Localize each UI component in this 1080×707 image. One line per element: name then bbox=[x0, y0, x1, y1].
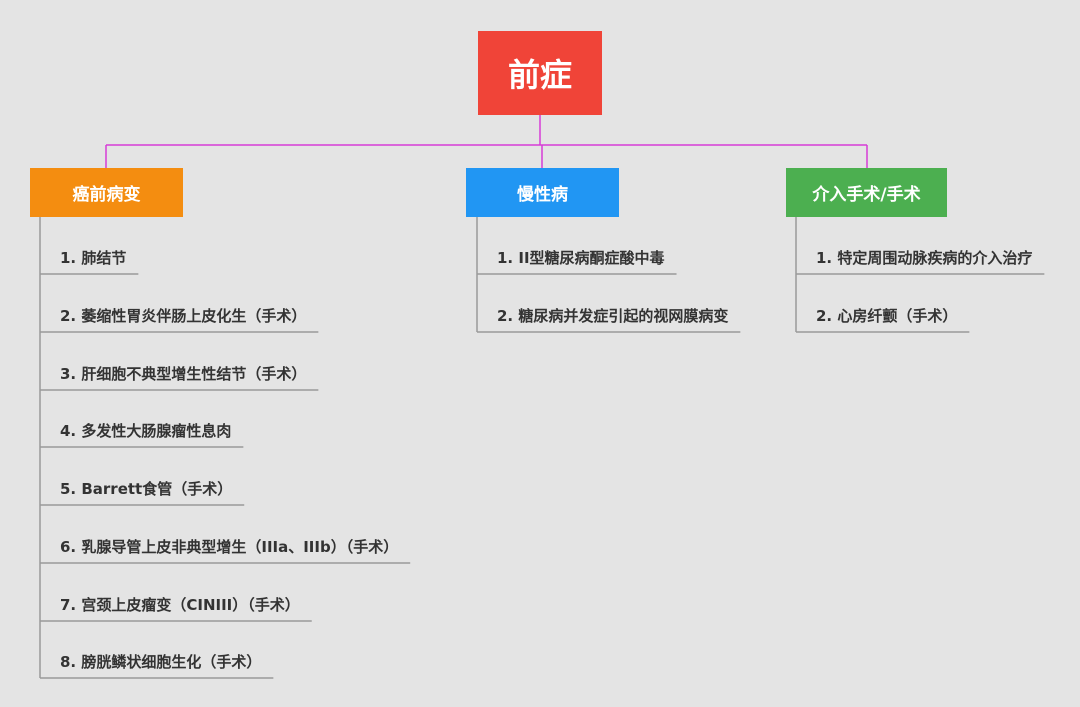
list-item: 3. 肝细胞不典型增生性结节（手术） bbox=[60, 365, 307, 383]
list-item: 6. 乳腺导管上皮非典型增生（IIIa、IIIb）（手术） bbox=[60, 538, 399, 556]
list-item: 1. 肺结节 bbox=[60, 249, 127, 267]
list-item: 2. 萎缩性胃炎伴肠上皮化生（手术） bbox=[60, 307, 307, 325]
list-item: 2. 心房纤颤（手术） bbox=[816, 307, 958, 325]
list-item: 4. 多发性大肠腺瘤性息肉 bbox=[60, 422, 232, 440]
branch-label: 慢性病 bbox=[517, 185, 568, 205]
root-node: 前症 bbox=[478, 31, 602, 115]
list-item: 1. II型糖尿病酮症酸中毒 bbox=[497, 249, 665, 267]
list-item: 5. Barrett食管（手术） bbox=[60, 480, 233, 498]
branch-precancerous: 癌前病变 bbox=[30, 168, 183, 217]
branch-label: 癌前病变 bbox=[72, 185, 141, 205]
root-label: 前症 bbox=[507, 56, 572, 94]
branch-label: 介入手术/手术 bbox=[812, 185, 921, 205]
branch-interventional-surgery: 介入手术/手术 bbox=[786, 168, 947, 217]
branch-chronic-disease: 慢性病 bbox=[466, 168, 619, 217]
list-item: 2. 糖尿病并发症引起的视网膜病变 bbox=[497, 307, 729, 325]
item-brackets bbox=[39, 217, 1045, 679]
list-item: 8. 膀胱鳞状细胞生化（手术） bbox=[60, 653, 262, 671]
list-item: 1. 特定周围动脉疾病的介入治疗 bbox=[816, 249, 1033, 267]
root-branch-connectors bbox=[105, 115, 868, 168]
list-item: 7. 宫颈上皮瘤变（CINIII）（手术） bbox=[60, 596, 300, 614]
